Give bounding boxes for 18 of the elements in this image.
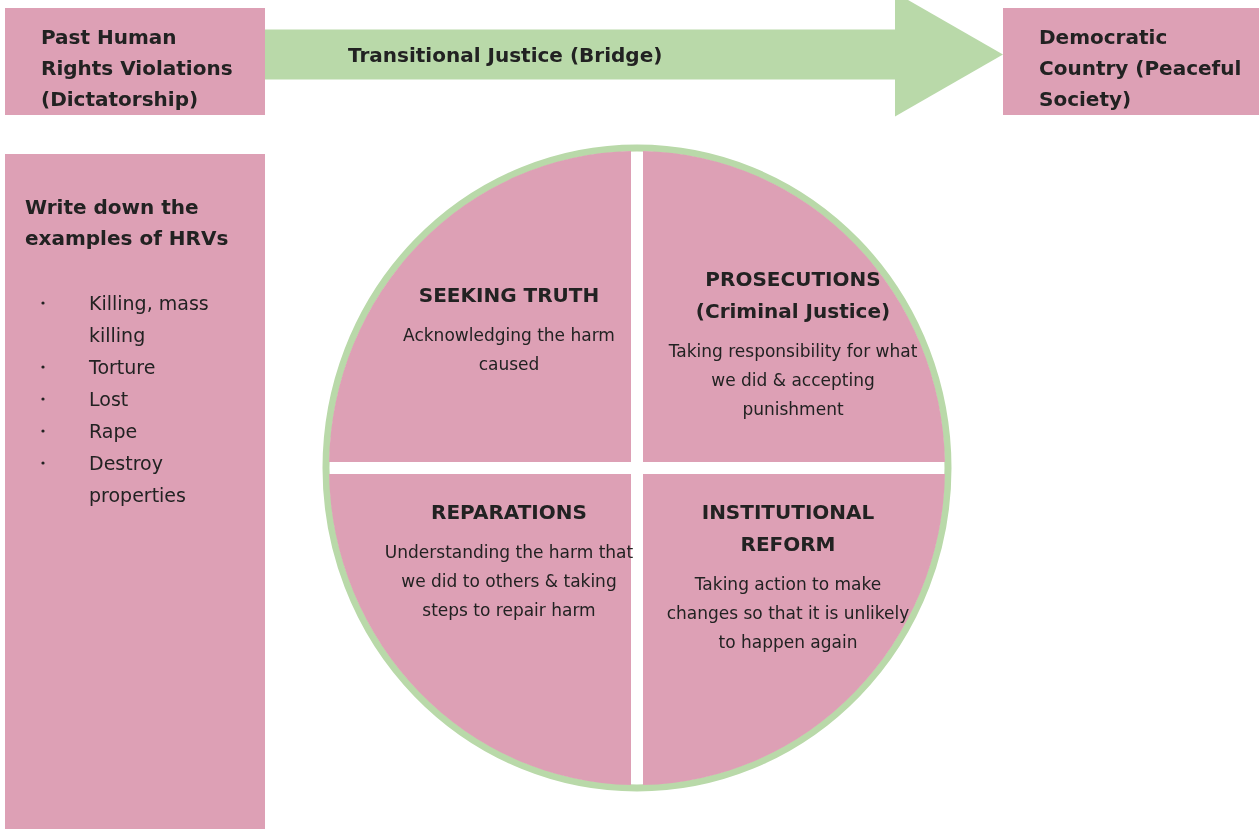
quadrant-text: Taking action to make changes so that it is unlikely to happen again: [665, 573, 911, 654]
notes-panel: [5, 154, 265, 829]
quadrant-text: Taking responsibility for what we did & accepting punishment: [667, 340, 919, 421]
text-box: Democratic Country (Peaceful Society): [1003, 8, 1259, 115]
quadrant-text: Acknowledging the harm caused: [402, 324, 616, 376]
list-item: Destroy properties: [89, 451, 187, 508]
text-box: Past Human Rights Violations (Dictatorship): [5, 8, 265, 115]
quadrant-text: Understanding the harm that we did to others & taking steps to repair harm: [383, 541, 635, 622]
quadrant-heading: SEEKING TRUTH: [417, 282, 601, 309]
list-item: Rape: [89, 419, 139, 444]
list-item: Lost: [89, 387, 130, 412]
list-item: Killing, mass killing: [89, 291, 210, 348]
quadrant-heading: REPARATIONS: [430, 499, 588, 526]
quadrant-heading: PROSECUTIONS (Criminal Justice): [694, 266, 892, 325]
panel-heading: Write down the examples of HRVs: [25, 194, 230, 252]
list-item: Torture: [89, 355, 157, 380]
block-arrow: [265, 0, 1003, 117]
quadrant-heading: INSTITUTIONAL REFORM: [700, 499, 876, 558]
